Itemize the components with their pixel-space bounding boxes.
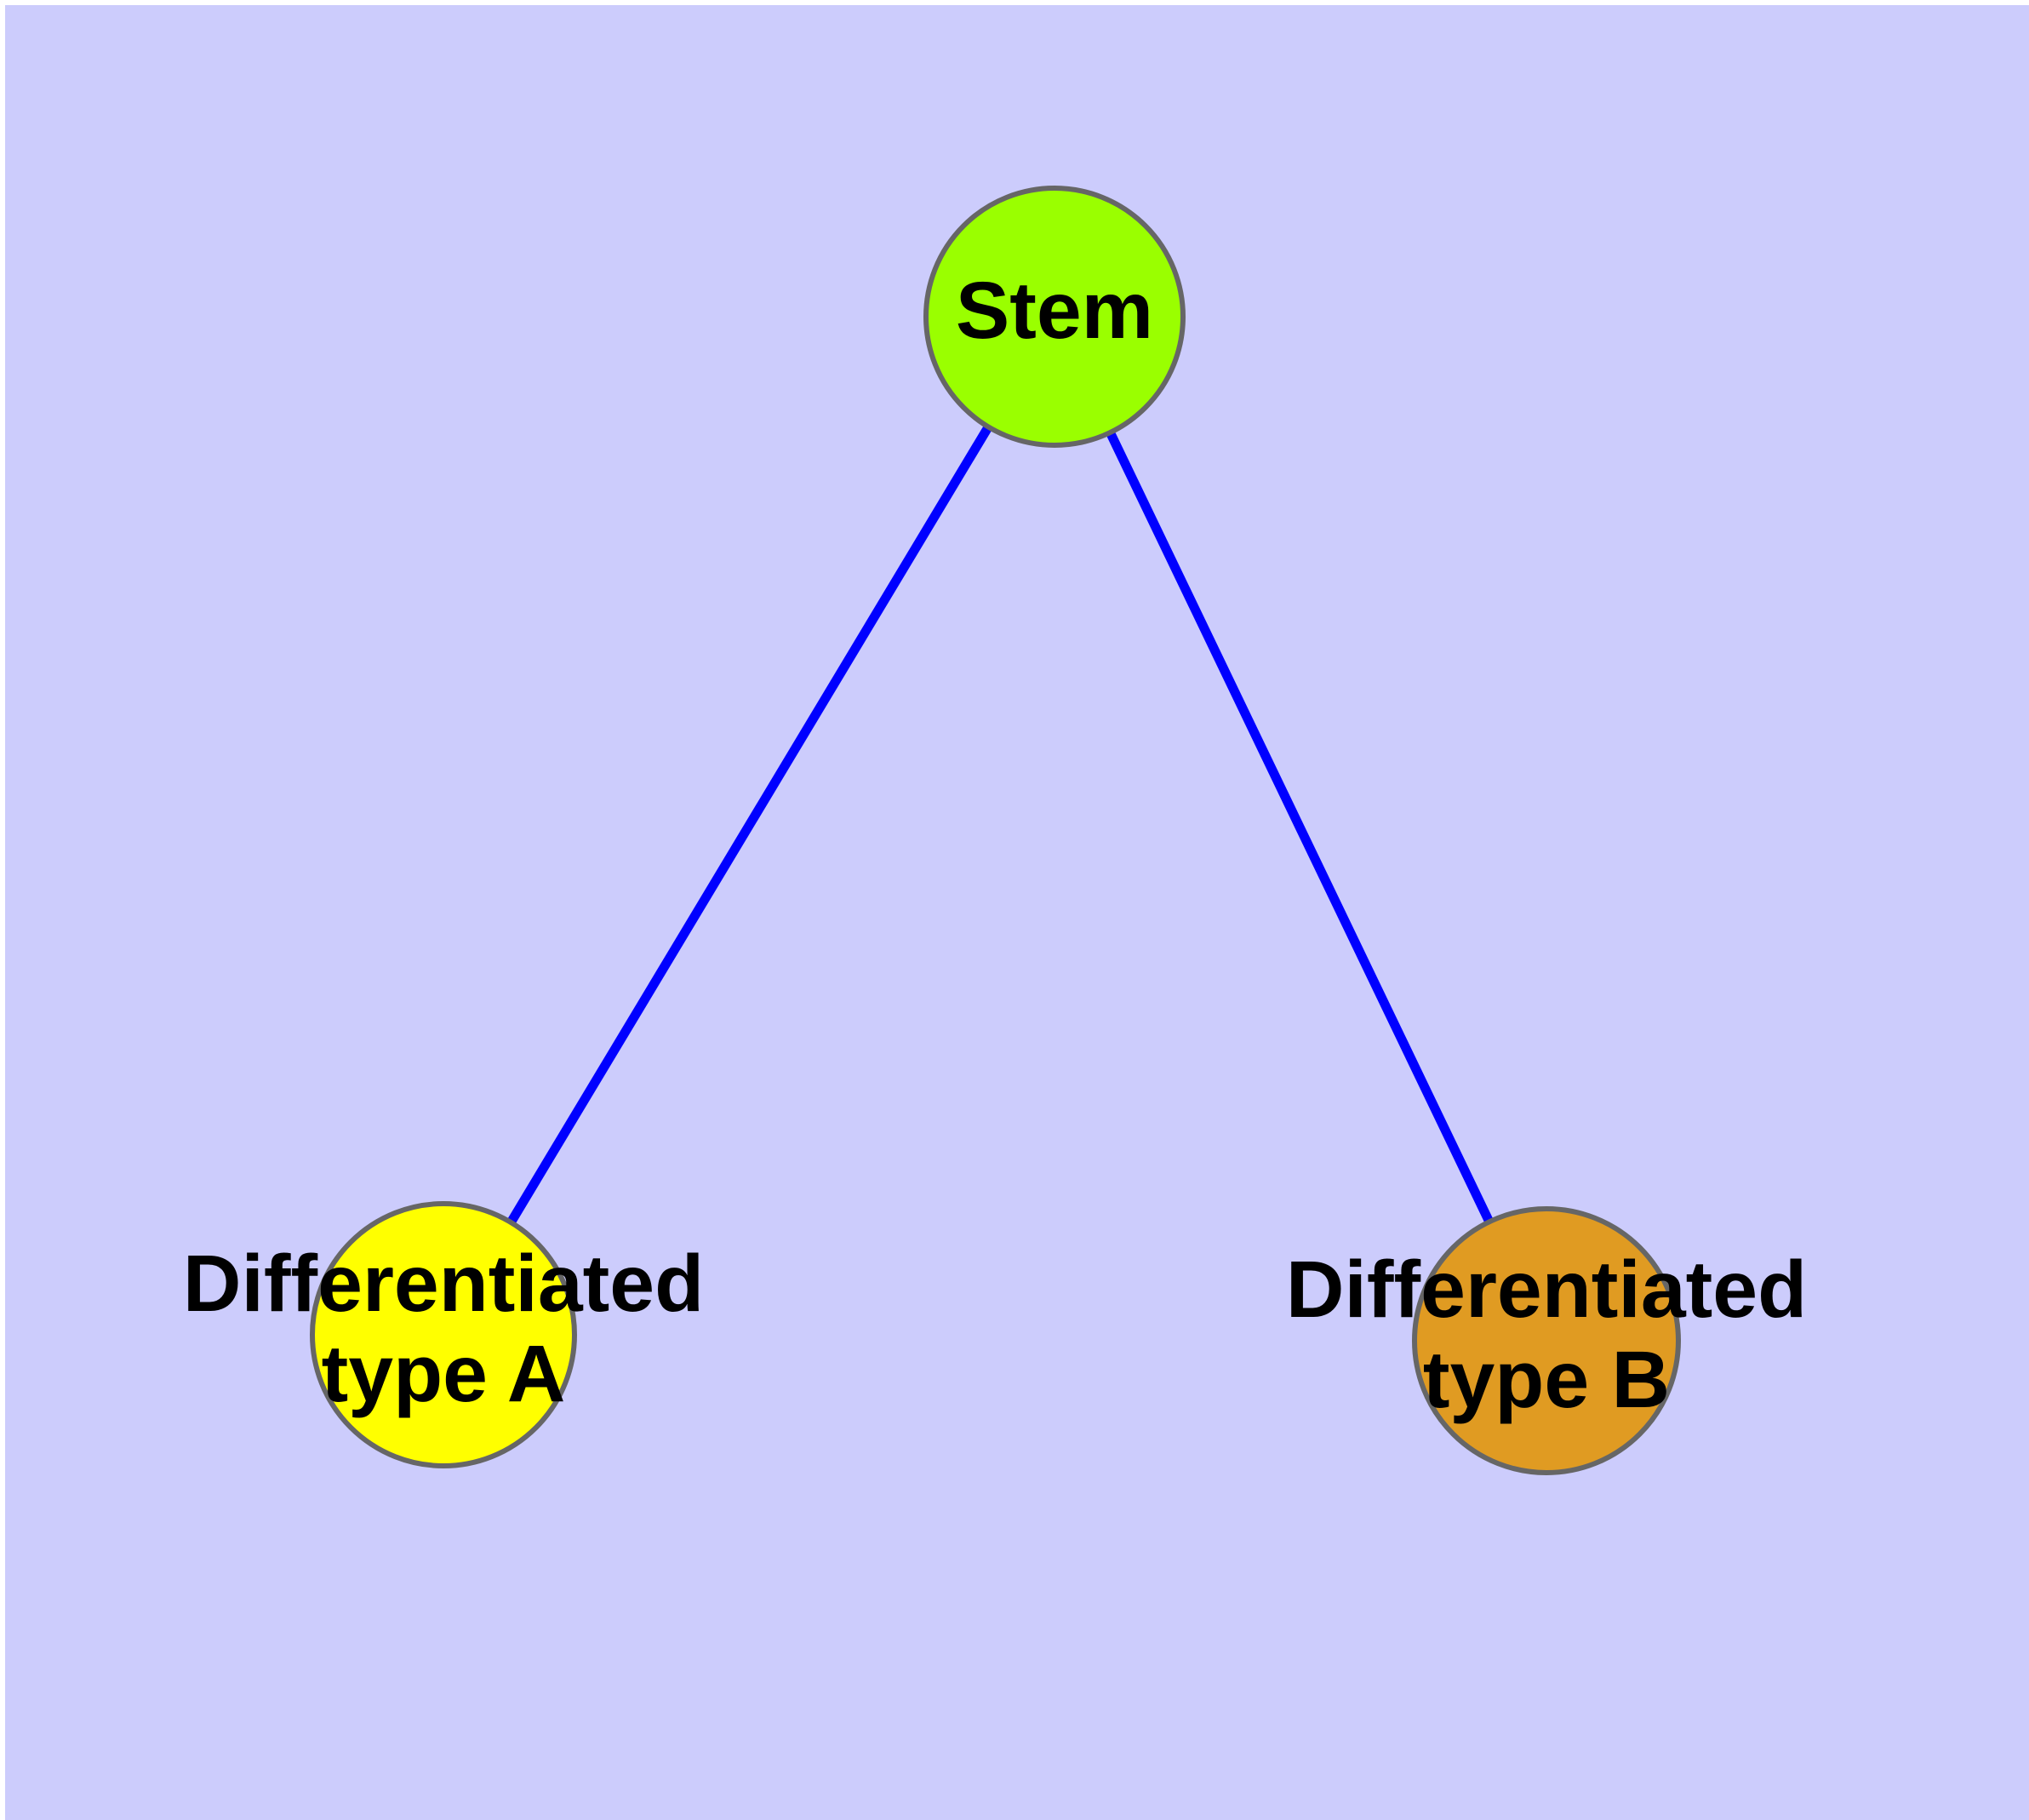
edge-stem-to-differentiated-type-b[interactable] <box>1104 427 1495 1228</box>
node-label-line: Stem <box>956 266 1153 356</box>
edge-layer <box>505 421 1495 1228</box>
node-label-line: Differentiated <box>1286 1245 1807 1335</box>
node-stem-circle[interactable] <box>923 186 1186 448</box>
node-differentiated-type-b-circle[interactable] <box>1412 1206 1681 1475</box>
node-shape-layer <box>310 186 1681 1475</box>
node-stem-label: Stem <box>956 266 1153 356</box>
node-label-line: type B <box>1423 1335 1670 1425</box>
node-label-line: Differentiated <box>183 1239 704 1329</box>
edge-stem-to-differentiated-type-a[interactable] <box>505 421 995 1228</box>
node-differentiated-type-a-circle[interactable] <box>310 1201 577 1468</box>
node-label-line: type A <box>322 1329 566 1419</box>
